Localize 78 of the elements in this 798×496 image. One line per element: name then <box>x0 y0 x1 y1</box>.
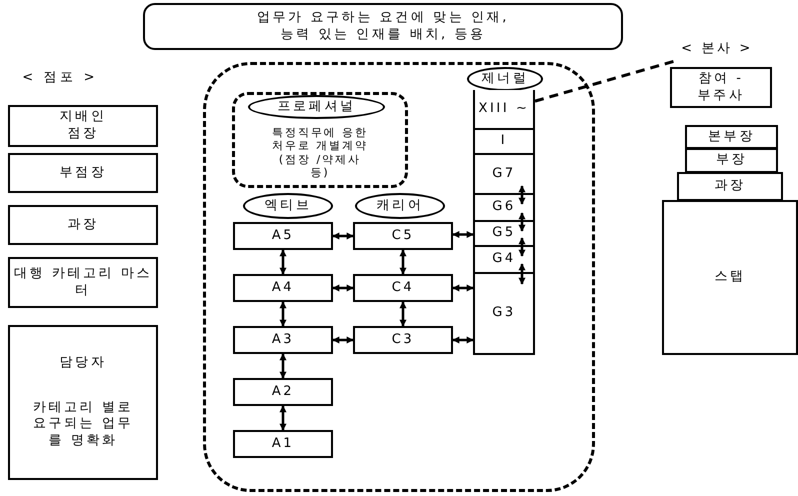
box-text: 대행 카테고리 마스터 <box>12 266 154 300</box>
grade-box <box>233 430 333 458</box>
double-arrow <box>332 336 354 344</box>
box-text: 본부장 <box>707 128 756 146</box>
grade-cell <box>473 274 535 355</box>
rank-box <box>662 200 798 355</box>
box-text: 프로페셔널 <box>276 98 356 116</box>
grade-cell <box>473 247 535 274</box>
rank-box <box>685 148 778 173</box>
box-text: 캐리어 <box>376 198 424 214</box>
box-text: 카테고리 별로 요구되는 업무를 명확화 <box>32 400 134 450</box>
box-text: G4 <box>491 251 517 268</box>
box-text: C3 <box>390 332 416 348</box>
box-text: 과장 <box>713 178 747 195</box>
box-text: 엑티브 <box>264 198 312 214</box>
dashed-group-box <box>232 92 408 188</box>
box-text: 담당자 <box>58 354 108 372</box>
box-text: A3 <box>270 332 296 348</box>
box-text: C5 <box>390 228 416 244</box>
box-text: 특정직무에 응한 처우로 개별계약 (점장 /약제사 등) <box>270 126 370 179</box>
rank-box <box>8 153 158 193</box>
double-arrow <box>400 301 406 327</box>
box-text: G3 <box>491 305 517 322</box>
box-text: C4 <box>390 280 416 296</box>
double-arrow <box>452 284 474 292</box>
box-text: 제너럴 <box>480 70 530 88</box>
box-text: A2 <box>270 384 296 400</box>
box-text: < 본사 > <box>680 40 754 58</box>
rank-box <box>8 205 158 245</box>
grade-cell <box>473 130 535 155</box>
box-text: 부점장 <box>58 164 108 182</box>
rank-box <box>677 172 783 201</box>
dashed-region <box>203 62 595 492</box>
grade-box <box>353 326 453 354</box>
box-text: 업무가 요구하는 요건에 맞는 인재, 능력 있는 인재를 배치, 등용 <box>256 10 510 44</box>
double-arrow <box>332 284 354 292</box>
box-text: 참여 - 부주사 <box>696 70 746 104</box>
double-arrow <box>452 336 474 344</box>
statement-box <box>143 3 623 50</box>
grade-cell <box>473 222 535 247</box>
double-arrow <box>518 237 526 257</box>
box-text: G6 <box>491 199 517 216</box>
box-text: G7 <box>491 166 517 182</box>
box-text: 지배인 점장 <box>58 109 108 143</box>
double-arrow <box>280 353 286 379</box>
grade-box <box>233 274 333 302</box>
rank-box <box>670 67 772 108</box>
double-arrow <box>518 185 526 205</box>
double-arrow <box>332 232 354 240</box>
grade-box <box>233 222 333 250</box>
box-text: G5 <box>491 225 517 242</box>
double-arrow <box>518 263 526 285</box>
box-text: A5 <box>270 228 296 244</box>
double-arrow <box>400 249 406 275</box>
box-text: 부장 <box>714 152 748 169</box>
rank-box <box>685 125 778 149</box>
grade-cell <box>473 90 535 130</box>
grade-cell <box>473 155 535 195</box>
double-arrow <box>452 231 474 238</box>
box-text: A1 <box>270 436 296 452</box>
double-arrow <box>280 249 286 275</box>
double-arrow <box>280 405 286 431</box>
rank-box <box>8 325 158 480</box>
section-label: < 점포 > <box>21 69 99 86</box>
grade-box <box>233 378 333 406</box>
box-text: XIII ~ <box>477 100 531 118</box>
grade-box <box>353 222 453 250</box>
rank-box <box>8 105 158 147</box>
box-text: 스탭 <box>713 269 747 286</box>
box-text: I <box>500 133 508 150</box>
rank-box <box>8 257 158 308</box>
box-text: 과장 <box>66 216 100 234</box>
grade-box <box>353 274 453 302</box>
double-arrow <box>280 301 286 327</box>
double-arrow <box>518 212 526 232</box>
grade-box <box>233 326 333 354</box>
box-text: A4 <box>270 280 296 296</box>
grade-cell <box>473 195 535 222</box>
